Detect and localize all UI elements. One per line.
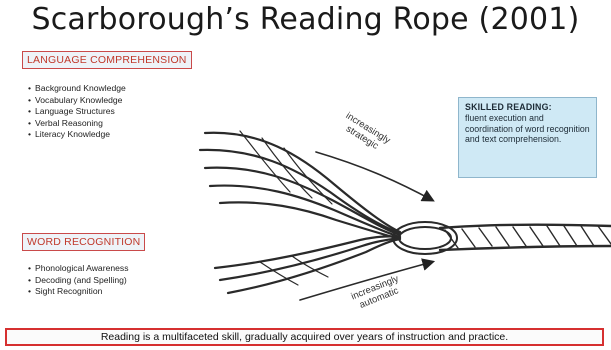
skilled-reading-text: fluent execution and coordination of wor…	[465, 113, 590, 145]
main-rope	[440, 225, 611, 250]
footer-caption: Reading is a multifaceted skill, gradual…	[5, 328, 604, 346]
strategic-arrow	[316, 152, 432, 200]
skilled-reading-heading: SKILLED READING:	[465, 102, 590, 113]
skilled-reading-box: SKILLED READING: fluent execution and co…	[458, 97, 597, 178]
